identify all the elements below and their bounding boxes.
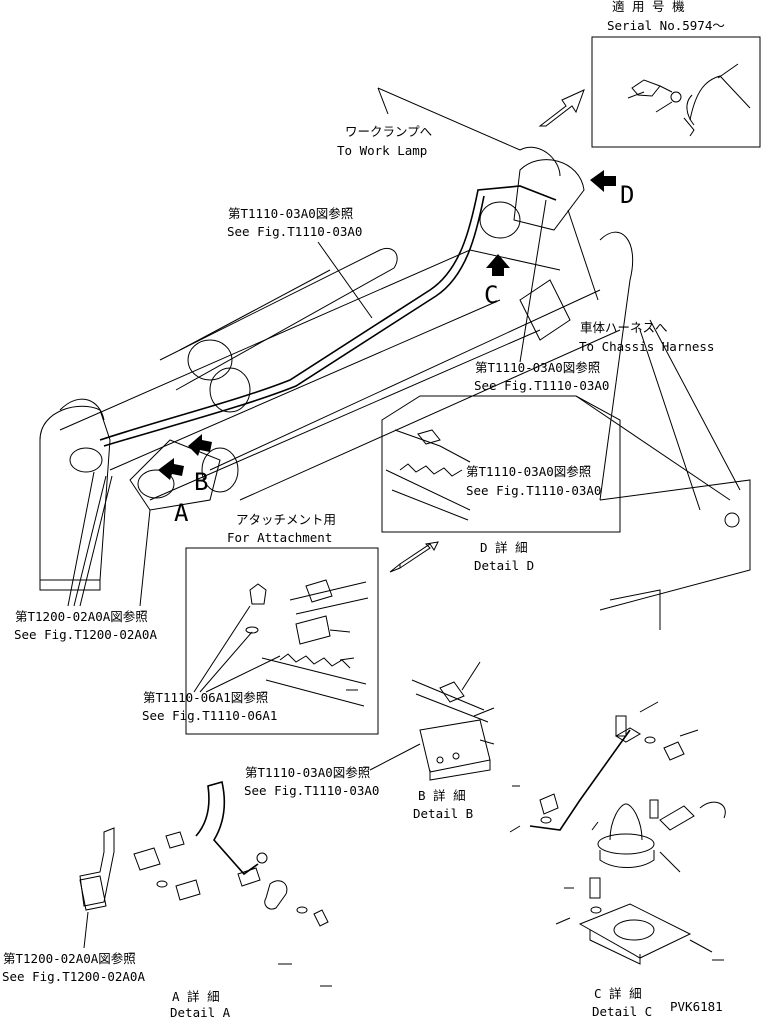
svg-text:A 詳 細: A 詳 細: [172, 989, 220, 1004]
svg-text:適 用 号 機: 適 用 号 機: [612, 0, 685, 14]
serial-detail-box: [591, 36, 761, 148]
attachment-label: アタッチメント用 For Attachment: [227, 512, 336, 545]
leader-06a1: [193, 605, 281, 693]
svg-text:See Fig.T1110-03A0: See Fig.T1110-03A0: [227, 224, 362, 239]
ref-t1110-03a0-detail-b: 第T1110-03A0図参照 See Fig.T1110-03A0: [244, 765, 379, 798]
ref-t1110-06a1: 第T1110-06A1図参照 See Fig.T1110-06A1: [142, 690, 277, 723]
svg-text:To Work Lamp: To Work Lamp: [337, 143, 427, 158]
detail-b-part: [411, 661, 495, 781]
svg-text:Detail B: Detail B: [413, 806, 473, 821]
ref-t1200-02a0a-main: 第T1200-02A0A図参照 See Fig.T1200-02A0A: [14, 609, 157, 642]
svg-text:第T1110-03A0図参照: 第T1110-03A0図参照: [475, 360, 600, 375]
svg-text:Detail C: Detail C: [592, 1004, 652, 1019]
boom-assembly: [39, 146, 751, 630]
svg-text:B 詳 細: B 詳 細: [418, 788, 466, 803]
svg-text:第T1110-03A0図参照: 第T1110-03A0図参照: [228, 206, 353, 221]
leader-t1200-main: [67, 471, 113, 607]
ref-t1110-03a0-right: 第T1110-03A0図参照 See Fig.T1110-03A0: [474, 360, 609, 393]
detail-c-caption: C 詳 細 Detail C: [592, 986, 652, 1019]
marker-d: D: [620, 181, 634, 209]
svg-text:See Fig.T1110-03A0: See Fig.T1110-03A0: [244, 783, 379, 798]
detail-d-box: [381, 395, 621, 533]
detail-d-part: [385, 429, 471, 521]
svg-text:C 詳 細: C 詳 細: [594, 986, 642, 1001]
arrow-b: [188, 434, 212, 456]
ref-t1110-03a0-top: 第T1110-03A0図参照 See Fig.T1110-03A0: [227, 206, 362, 239]
svg-text:See Fig.T1200-02A0A: See Fig.T1200-02A0A: [14, 627, 157, 642]
detail-a-part: [79, 780, 332, 987]
svg-text:車体ハーネスへ: 車体ハーネスへ: [580, 320, 668, 335]
svg-text:See Fig.T1110-06A1: See Fig.T1110-06A1: [142, 708, 277, 723]
svg-text:Detail A: Detail A: [170, 1005, 231, 1019]
chassis-leader: [567, 209, 599, 301]
serial-label: 適 用 号 機 Serial No.5974～: [607, 0, 725, 33]
ref-t1200-02a0a-detail-a: 第T1200-02A0A図参照 See Fig.T1200-02A0A: [2, 951, 145, 984]
detail-d-arrow: [389, 541, 439, 573]
svg-text:第T1110-06A1図参照: 第T1110-06A1図参照: [143, 690, 268, 705]
detail-d-leader: [575, 395, 731, 501]
leader-t1200-main-2: [139, 509, 151, 607]
arrow-a: [158, 458, 184, 480]
svg-text:ワークランプへ: ワークランプへ: [345, 124, 432, 139]
svg-text:アタッチメント用: アタッチメント用: [236, 512, 336, 527]
svg-text:To Chassis Harness: To Chassis Harness: [579, 339, 714, 354]
svg-text:Serial No.5974～: Serial No.5974～: [607, 18, 725, 33]
svg-text:第T1200-02A0A図参照: 第T1200-02A0A図参照: [3, 951, 136, 966]
svg-text:See Fig.T1110-03A0: See Fig.T1110-03A0: [466, 483, 601, 498]
serial-detail-part: [627, 63, 751, 137]
svg-text:See Fig.T1110-03A0: See Fig.T1110-03A0: [474, 378, 609, 393]
detail-c-part: [509, 701, 726, 965]
work-lamp-leader-2: [377, 87, 521, 151]
leader-right-ref: [519, 199, 547, 363]
marker-a: A: [174, 499, 189, 527]
svg-text:See Fig.T1200-02A0A: See Fig.T1200-02A0A: [2, 969, 145, 984]
arrow-d: [590, 170, 616, 192]
chassis-harness-label: 車体ハーネスへ To Chassis Harness: [579, 320, 714, 354]
detail-d-caption: D 詳 細 Detail D: [474, 540, 534, 573]
work-lamp-leader: [377, 87, 389, 115]
marker-c: C: [484, 281, 498, 309]
attachment-box: [185, 547, 379, 735]
ref-t1110-03a0-detail-d: 第T1110-03A0図参照 See Fig.T1110-03A0: [466, 464, 601, 498]
svg-text:第T1200-02A0A図参照: 第T1200-02A0A図参照: [15, 609, 148, 624]
detail-b-caption: B 詳 細 Detail B: [413, 788, 473, 821]
serial-arrow: [538, 89, 585, 127]
attachment-part: [245, 579, 369, 707]
svg-text:第T1110-03A0図参照: 第T1110-03A0図参照: [245, 765, 370, 780]
svg-text:第T1110-03A0図参照: 第T1110-03A0図参照: [466, 464, 591, 479]
svg-text:D 詳 細: D 詳 細: [480, 540, 528, 555]
leader-detail-b: [369, 743, 421, 771]
leader-top-ref: [317, 241, 373, 319]
detail-a-caption: A 詳 細 Detail A: [170, 989, 231, 1020]
work-lamp-label: ワークランプへ To Work Lamp: [337, 124, 432, 158]
marker-b: B: [194, 468, 208, 496]
drawing-code: PVK6181: [670, 999, 723, 1014]
arrow-c: [486, 254, 510, 276]
svg-text:For Attachment: For Attachment: [227, 530, 332, 545]
svg-text:Detail D: Detail D: [474, 558, 534, 573]
leader-detail-a: [83, 911, 89, 949]
